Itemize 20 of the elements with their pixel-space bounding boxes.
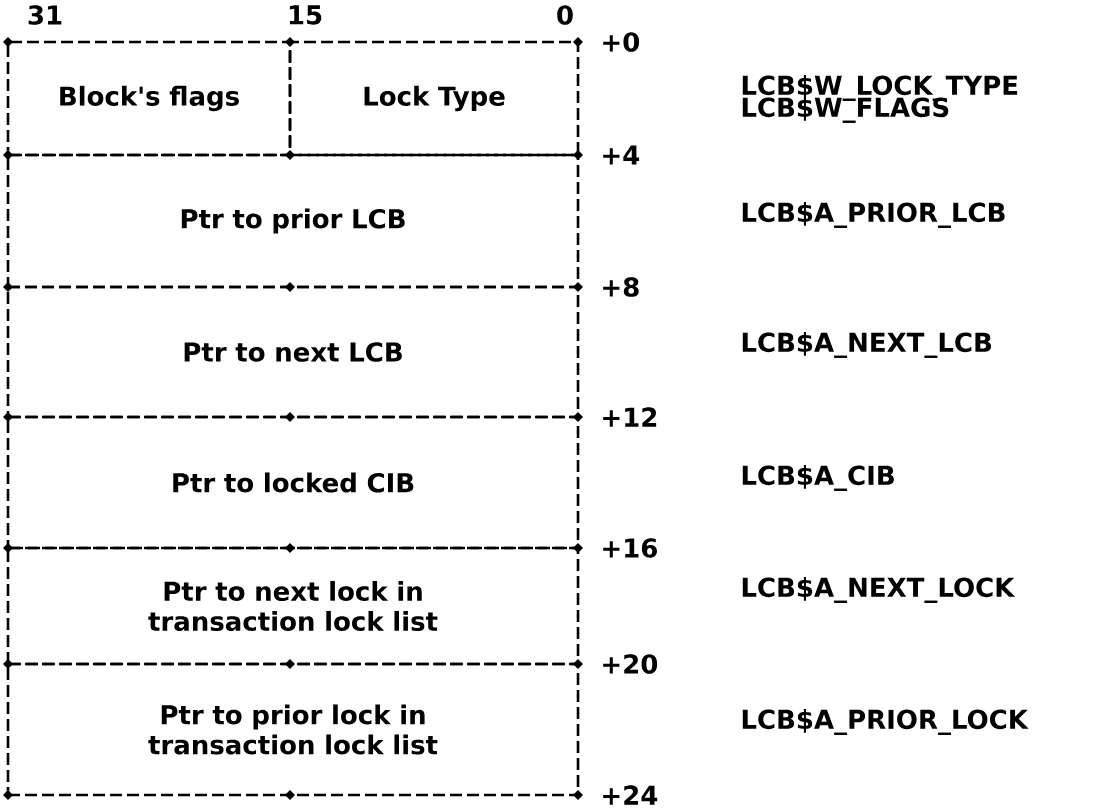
field-box: Ptr to prior lock in transaction lock list — [6, 662, 580, 797]
offset-label: +8 — [603, 277, 639, 297]
field-name: LCB$A_NEXT_LCB — [742, 332, 992, 358]
offset-label: +24 — [603, 785, 658, 805]
field-name: LCB$A_PRIOR_LCB — [742, 202, 1005, 228]
offset-label: +4 — [603, 145, 640, 165]
field-box: Block's flags — [6, 40, 292, 157]
offset-label: +12 — [603, 407, 657, 427]
offset-label: +16 — [603, 538, 657, 558]
field-box: Ptr to next lock in transaction lock list — [6, 546, 580, 666]
field-box: Ptr to next LCB — [6, 285, 580, 419]
field-box: Ptr to locked CIB — [6, 415, 580, 550]
offset-label: +0 — [603, 32, 640, 52]
field-name: LCB$A_NEXT_LOCK — [742, 577, 1016, 603]
field-box: Ptr to prior LCB — [6, 153, 580, 289]
offset-label: +20 — [603, 654, 658, 674]
bit-number: 15 — [289, 5, 322, 25]
field-box: Lock Type — [288, 40, 580, 157]
field-name: LCB$A_PRIOR_LOCK — [742, 709, 1029, 735]
field-name: LCB$A_CIB — [742, 465, 894, 491]
